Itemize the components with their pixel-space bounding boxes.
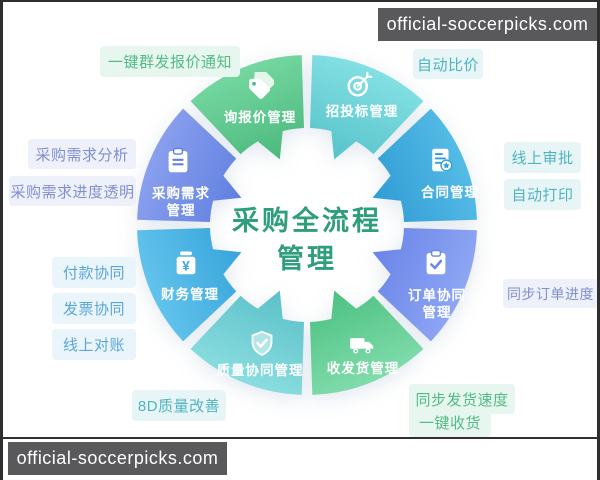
segment-label-bidding: 招投标管理 bbox=[325, 104, 399, 119]
ring-segment-order-collaboration bbox=[372, 228, 477, 342]
shield-check-icon bbox=[247, 329, 277, 359]
segment-label-shipping-receiving: 收发货管理 bbox=[326, 361, 400, 376]
feature-tag-demand-analysis: 采购需求分析 bbox=[28, 139, 136, 169]
frame-top-edge bbox=[0, 0, 600, 2]
target-icon bbox=[344, 70, 374, 100]
feature-tag-one-click-receive: 一键收货 bbox=[409, 407, 491, 437]
watermark-top-right: official-soccerpicks.com bbox=[378, 8, 597, 41]
ring-segment-bidding bbox=[310, 55, 424, 160]
segment-label-inquiry-quotation: 询报价管理 bbox=[223, 110, 297, 125]
feature-tag-broadcast-quote-notice: 一键群发报价通知 bbox=[100, 46, 240, 77]
price-tags-icon bbox=[244, 72, 274, 102]
feature-tag-8d-quality: 8D质量改善 bbox=[132, 390, 226, 421]
watermark-bottom-left: official-soccerpicks.com bbox=[8, 442, 227, 475]
segment-label-finance: 财务管理 bbox=[161, 287, 219, 302]
feature-tag-invoice-collab: 发票协同 bbox=[52, 293, 136, 324]
svg-text:¥: ¥ bbox=[182, 258, 190, 273]
feature-tag-demand-progress: 采购需求进度透明 bbox=[9, 176, 136, 206]
feature-tag-online-reconciliation: 线上对账 bbox=[52, 329, 136, 360]
truck-icon bbox=[347, 330, 377, 360]
segment-label-procurement-demand: 采购需求管理 bbox=[152, 186, 210, 218]
feature-tag-auto-print: 自动打印 bbox=[504, 179, 581, 210]
ring-segment-quality-collaboration bbox=[190, 290, 304, 395]
ring-segment-procurement-demand bbox=[137, 108, 242, 222]
ring-segment-contract bbox=[372, 108, 477, 222]
ring-segment-finance bbox=[137, 228, 242, 342]
center-title-line2: 管理 bbox=[277, 244, 337, 274]
segment-label-quality-collaboration: 质量协同管理 bbox=[216, 363, 304, 378]
frame-left-edge bbox=[0, 0, 3, 480]
frame-right-edge bbox=[597, 0, 600, 480]
segment-label-contract: 合同管理 bbox=[421, 185, 479, 200]
feature-tag-auto-price-compare: 自动比价 bbox=[413, 49, 483, 79]
feature-tag-payment-collab: 付款协同 bbox=[52, 257, 136, 288]
document-star-icon bbox=[426, 145, 456, 175]
bottom-divider-line bbox=[0, 437, 600, 439]
center-title: 采购全流程 管理 bbox=[207, 202, 407, 278]
feature-tag-online-approval: 线上审批 bbox=[504, 142, 581, 173]
feature-tag-sync-order-progress: 同步订单进度 bbox=[503, 279, 598, 308]
ring-segment-inquiry-quotation bbox=[190, 55, 304, 160]
clipboard-check-icon bbox=[421, 248, 451, 278]
clipboard-lines-icon bbox=[163, 146, 193, 176]
yen-box-icon: ¥ bbox=[171, 248, 201, 278]
segment-label-order-collaboration: 订单协同管理 bbox=[408, 288, 466, 320]
center-title-line1: 采购全流程 bbox=[232, 206, 382, 236]
